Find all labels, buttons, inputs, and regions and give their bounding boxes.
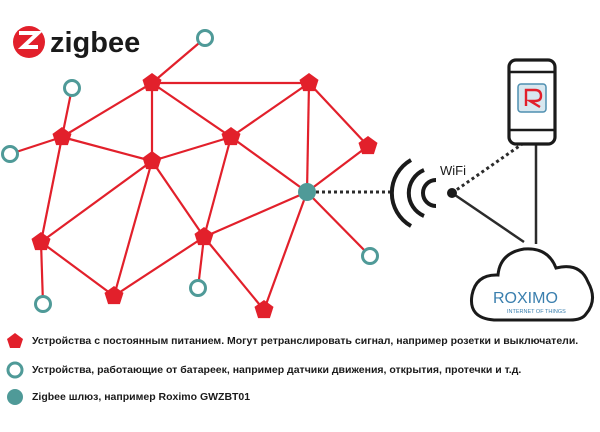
gateway-disc-icon — [7, 389, 23, 405]
mesh-link — [40, 160, 153, 243]
mesh-link — [61, 82, 153, 138]
legend-item-battery: Устройства, работающие от батареек, напр… — [6, 361, 521, 379]
mesh-link — [306, 191, 371, 257]
mains-device-node — [31, 232, 51, 251]
mesh-link — [305, 82, 311, 193]
mesh-link — [39, 241, 45, 305]
legend-text-gateway: Zigbee шлюз, например Roximo GWZBT01 — [32, 391, 251, 403]
mesh-nodes — [1, 29, 379, 319]
mesh-link — [9, 135, 63, 156]
wifi-cloud-link — [451, 191, 525, 244]
mesh-link — [112, 160, 154, 297]
mesh-link — [306, 145, 369, 193]
mesh-link — [151, 160, 205, 238]
zigbee-z-icon — [17, 31, 44, 49]
mains-device-node — [142, 151, 162, 170]
wifi-waves-icon — [389, 158, 437, 228]
battery-device-node — [189, 279, 207, 297]
smartphone-icon — [507, 58, 557, 146]
mesh-link — [203, 190, 308, 239]
battery-device-node — [361, 247, 379, 265]
mesh-link — [230, 82, 310, 138]
mains-device-node — [254, 300, 274, 319]
mesh-link — [308, 82, 369, 147]
gateway-node — [298, 183, 316, 201]
mesh-link — [151, 37, 206, 84]
battery-device-node — [63, 79, 81, 97]
battery-device-ring-icon — [6, 361, 24, 379]
mesh-link — [113, 236, 205, 297]
mains-device-node — [221, 127, 241, 146]
legend-text-mains: Устройства с постоянным питанием. Могут … — [32, 335, 579, 347]
mesh-link — [39, 136, 64, 243]
roximo-wordmark: ROXIMO — [493, 290, 558, 307]
wifi-source-dot-icon — [447, 188, 457, 198]
battery-device-node — [196, 29, 214, 47]
legend-item-mains: Устройства с постоянным питанием. Могут … — [6, 332, 578, 350]
mesh-link — [203, 236, 265, 311]
mains-device-node — [358, 136, 378, 155]
mesh-link — [230, 136, 308, 193]
mains-device-node — [104, 286, 124, 305]
zigbee-logo: zigbee — [13, 26, 140, 59]
mesh-link — [151, 135, 232, 163]
mesh-link — [202, 136, 233, 238]
mesh-link — [40, 241, 115, 297]
battery-device-node — [1, 145, 19, 163]
zigbee-wordmark: zigbee — [50, 27, 140, 59]
mains-device-node — [52, 127, 72, 146]
legend-text-battery: Устройства, работающие от батареек, напр… — [32, 364, 522, 376]
roximo-tagline: INTERNET OF THINGS — [507, 309, 566, 315]
cloud-icon: ROXIMO INTERNET OF THINGS — [469, 247, 594, 322]
mesh-link — [262, 191, 309, 311]
mains-device-node — [299, 73, 319, 92]
mesh-link — [151, 82, 232, 138]
battery-device-node — [34, 295, 52, 313]
legend-item-gateway: Zigbee шлюз, например Roximo GWZBT01 — [6, 388, 250, 406]
mains-device-node — [194, 227, 214, 246]
mesh-link — [61, 135, 153, 163]
roximo-logo: ROXIMO INTERNET OF THINGS — [493, 290, 566, 315]
mains-device-pentagon-icon — [7, 333, 23, 348]
wifi-label: WiFi — [440, 163, 466, 178]
mains-device-node — [142, 73, 162, 92]
